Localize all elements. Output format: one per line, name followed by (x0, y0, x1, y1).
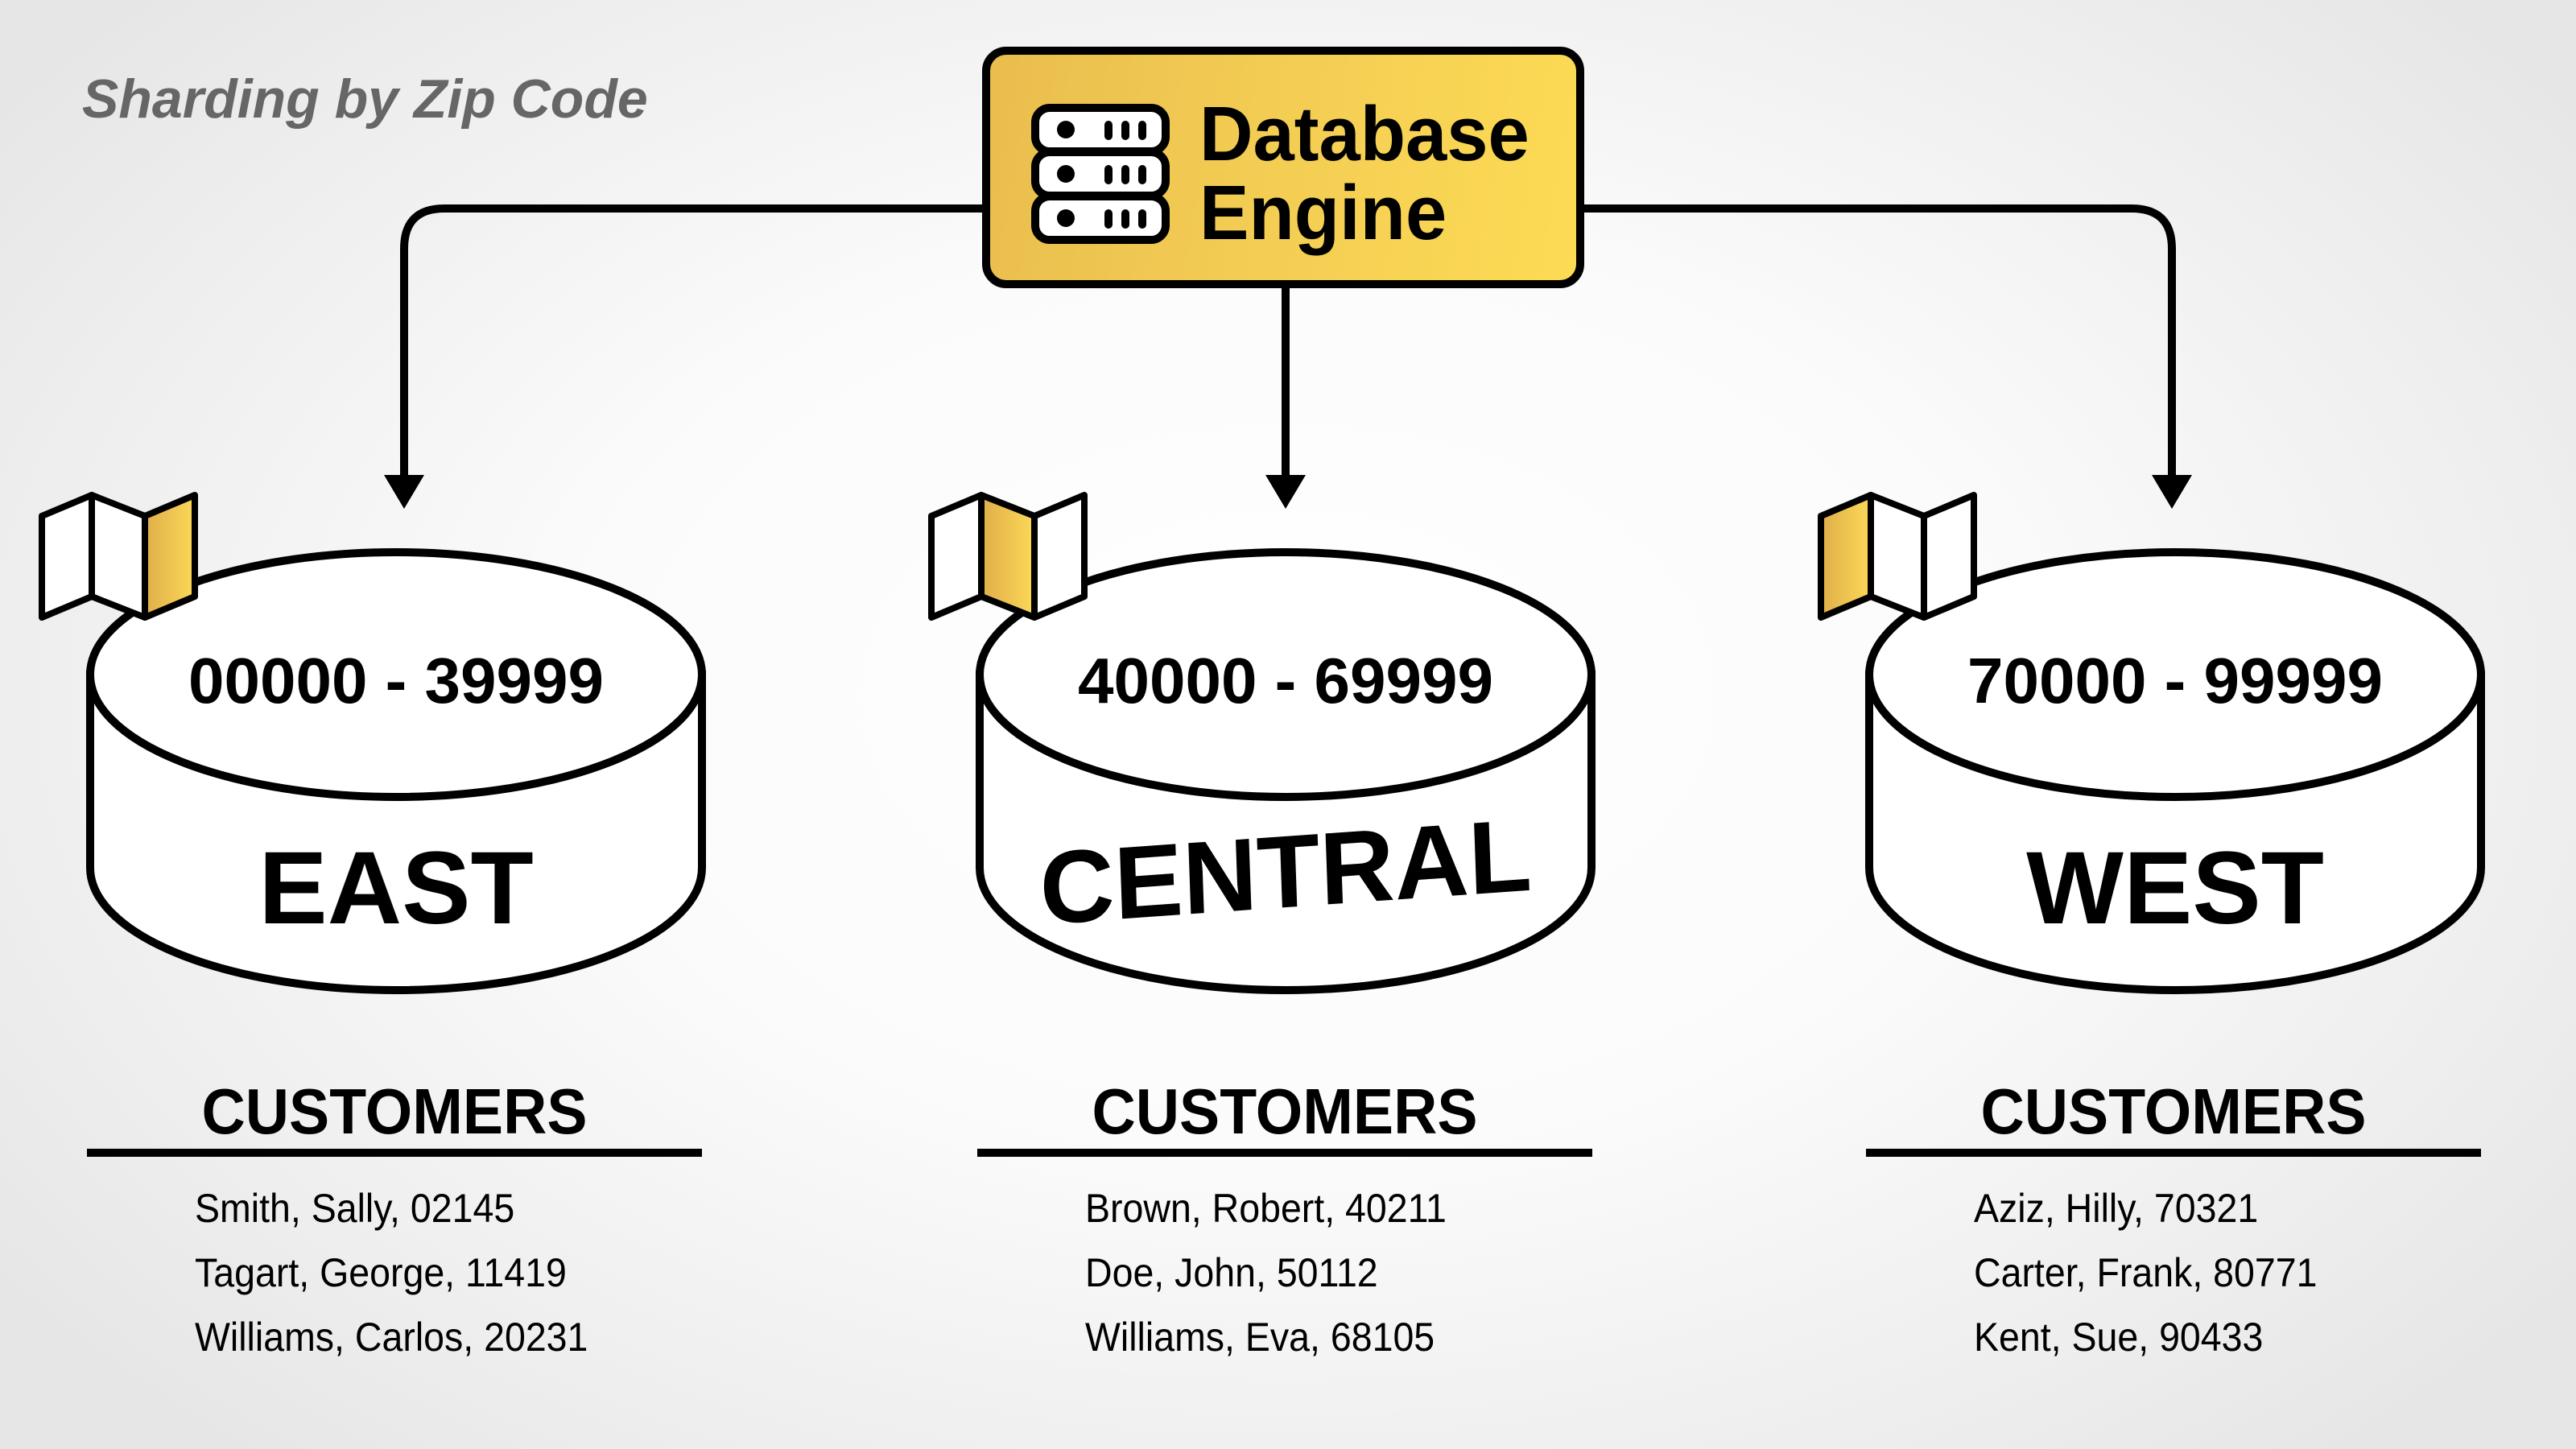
engine-label: Database Engine (1199, 95, 1530, 253)
customers-heading: CUSTOMERS (201, 1075, 588, 1147)
shard-cylinder-west[interactable] (1865, 548, 2485, 994)
customer-row: Doe, John, 50112 (1085, 1250, 1378, 1295)
folded-map-icon (39, 492, 198, 621)
shard-cylinder-east[interactable] (86, 548, 706, 994)
map-panel (1868, 492, 1927, 621)
server-rack-icon (1031, 104, 1170, 244)
shard-name-west: WEST (2026, 831, 2324, 946)
customer-list: Brown, Robert, 40211 Doe, John, 50112 Wi… (1085, 1176, 1474, 1369)
divider (1866, 1149, 2481, 1157)
arrowhead-west (2152, 475, 2192, 509)
customers-heading: CUSTOMERS (1092, 1075, 1478, 1147)
database-engine-node[interactable]: Database Engine (982, 47, 1584, 288)
map-panel (978, 492, 1038, 621)
engine-label-line1: Database (1199, 91, 1530, 177)
shard-range-central: 40000 - 69999 (1077, 645, 1494, 716)
connector-east (400, 204, 984, 475)
connector-west (1583, 204, 2176, 475)
customer-row: Aziz, Hilly, 70321 (1974, 1186, 2259, 1231)
customer-row: Williams, Carlos, 20231 (195, 1315, 588, 1360)
arrowhead-central (1265, 475, 1306, 509)
shard-name-east: EAST (258, 831, 534, 946)
divider (977, 1149, 1592, 1157)
map-panel (1921, 492, 1977, 621)
folded-map-icon (928, 492, 1088, 621)
shard-range-west: 70000 - 99999 (1967, 645, 2384, 716)
diagram-title: Sharding by Zip Code (82, 68, 648, 130)
customer-row: Smith, Sally, 02145 (195, 1186, 515, 1231)
customer-list: Smith, Sally, 02145 Tagart, George, 1141… (195, 1176, 617, 1369)
customer-row: Carter, Frank, 80771 (1974, 1250, 2318, 1295)
customer-row: Kent, Sue, 90433 (1974, 1315, 2264, 1360)
map-panel (1031, 492, 1088, 621)
customer-row: Williams, Eva, 68105 (1085, 1315, 1435, 1360)
shard-cylinder-central[interactable] (976, 548, 1596, 994)
customers-heading: CUSTOMERS (1980, 1075, 2367, 1147)
customer-list: Aziz, Hilly, 70321 Carter, Frank, 80771 … (1974, 1176, 2343, 1369)
cylinder-top (976, 548, 1596, 801)
customer-row: Brown, Robert, 40211 (1085, 1186, 1447, 1231)
map-panel (928, 492, 985, 621)
shard-range-east: 00000 - 39999 (188, 645, 605, 716)
map-panel (39, 492, 95, 621)
cylinder-top (86, 548, 706, 801)
customer-row: Tagart, George, 11419 (195, 1250, 567, 1295)
folded-map-icon (1818, 492, 1977, 621)
arrowhead-east (384, 475, 424, 509)
engine-label-line2: Engine (1199, 170, 1447, 256)
map-panel (89, 492, 148, 621)
divider (87, 1149, 702, 1157)
cylinder-top (1865, 548, 2485, 801)
map-panel (142, 492, 198, 621)
map-panel (1818, 492, 1874, 621)
